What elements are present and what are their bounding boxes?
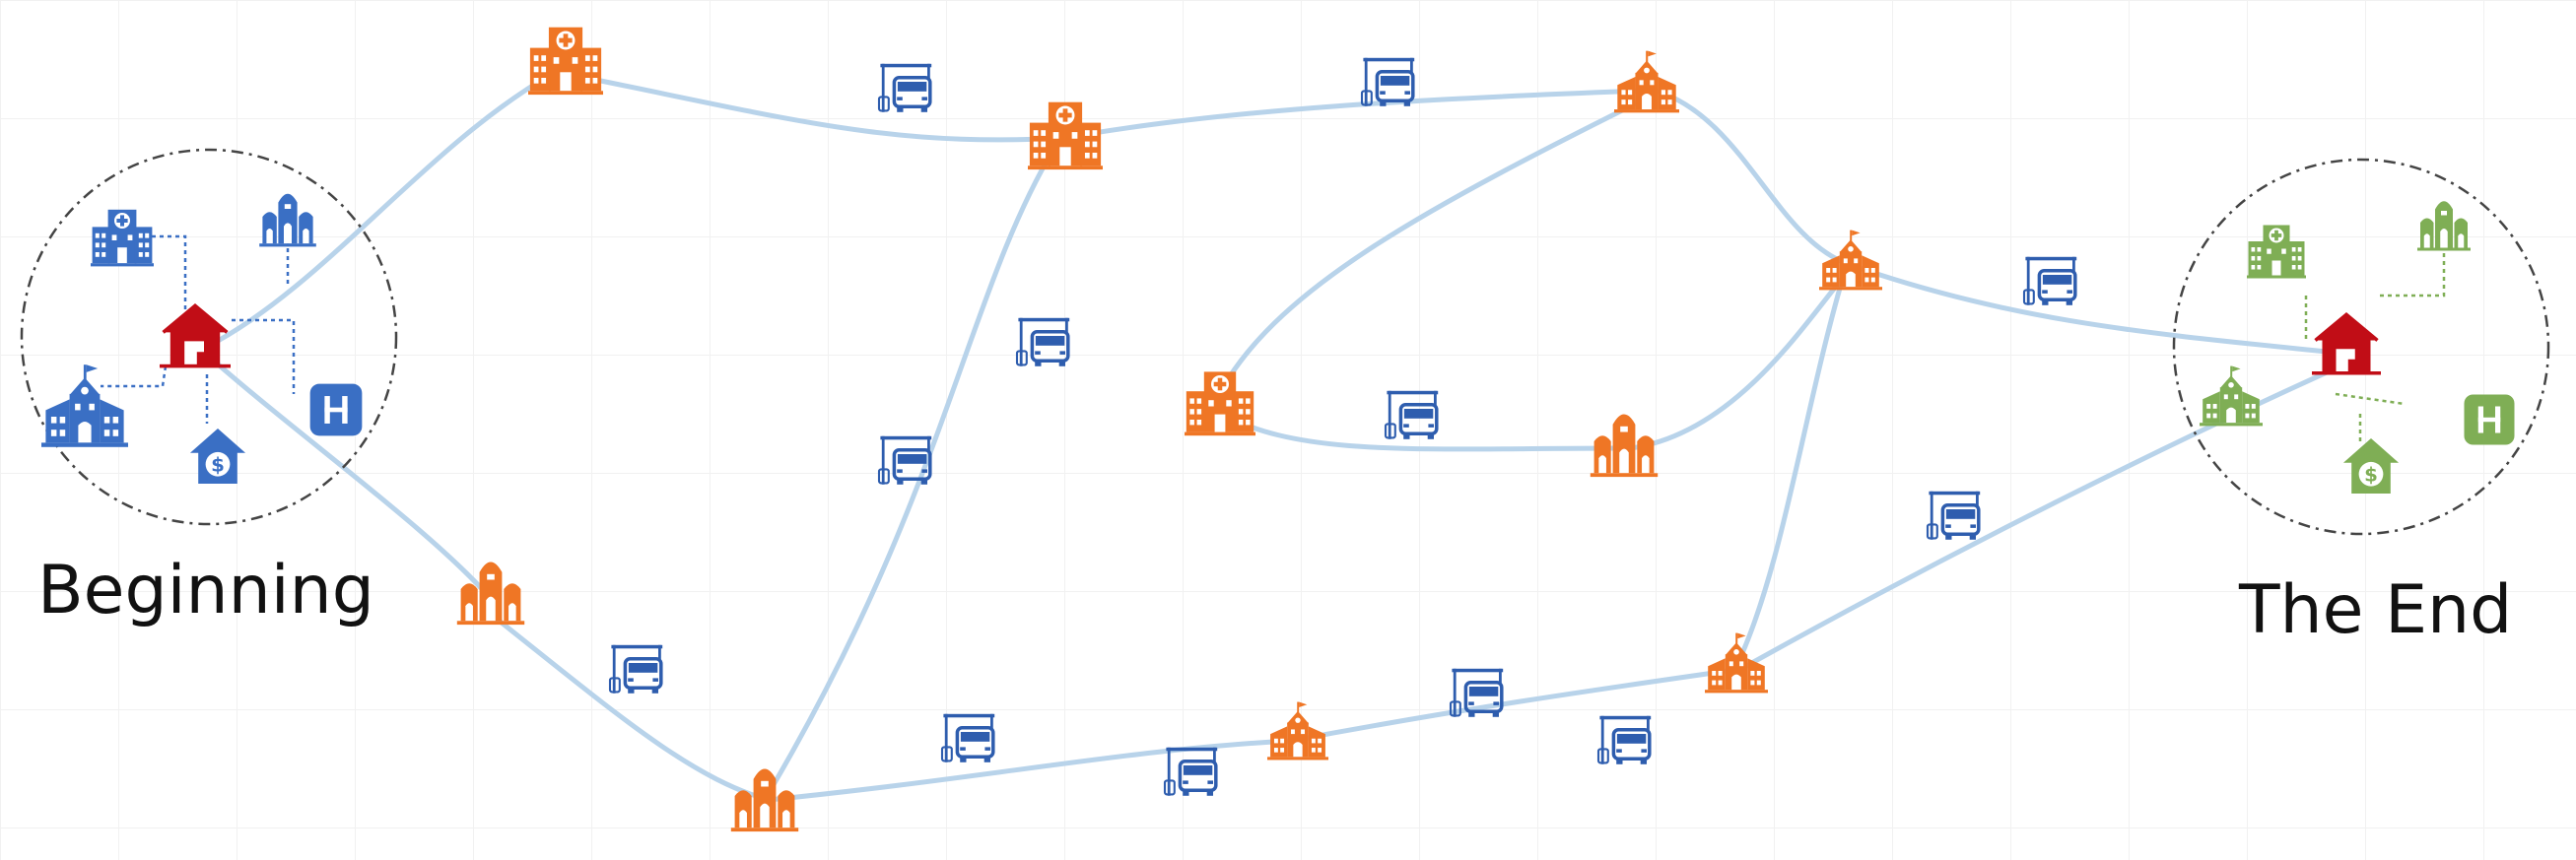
- beginning-label: Beginning: [37, 552, 374, 629]
- end-circle: [2172, 158, 2550, 536]
- beginning-cluster: [20, 148, 398, 526]
- beginning-circle: [20, 148, 398, 526]
- route-lines: [204, 71, 2358, 803]
- hotel-icon: [309, 383, 363, 436]
- hotel-icon: [2464, 394, 2515, 445]
- end-label: The End: [2239, 571, 2513, 649]
- end-cluster: [2172, 158, 2550, 536]
